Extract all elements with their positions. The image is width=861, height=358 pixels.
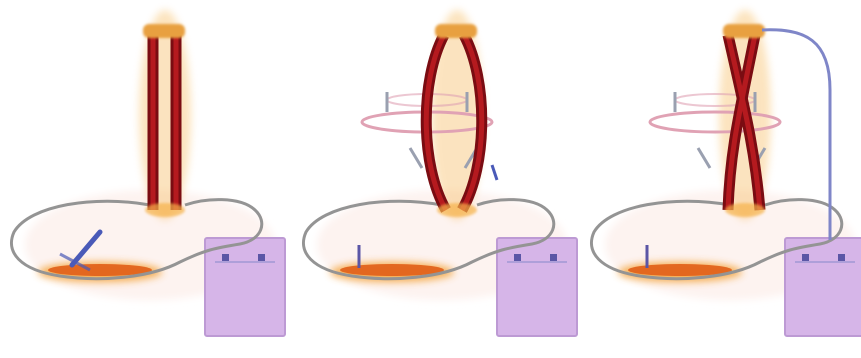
terminal-marker [838, 254, 845, 261]
panel-right [591, 10, 861, 336]
purple-container [205, 238, 285, 336]
coil-bottom-glow [437, 203, 477, 217]
purple-container [785, 238, 861, 336]
coil-bottom-glow [725, 203, 765, 217]
ring-arrow [410, 148, 422, 168]
coil-top-cap [723, 24, 765, 38]
panel-middle [303, 10, 577, 336]
panel-left [11, 10, 285, 336]
terminal-marker [550, 254, 557, 261]
ring-arrow [698, 148, 710, 168]
terminal-marker [222, 254, 229, 261]
terminal-marker [802, 254, 809, 261]
coil-glow [139, 10, 191, 220]
coil-top-cap [143, 24, 185, 38]
purple-container [497, 238, 577, 336]
current-arrow [492, 165, 497, 180]
terminal-marker [258, 254, 265, 261]
terminal-marker [514, 254, 521, 261]
coil-top-cap [435, 24, 477, 38]
coil-bottom-glow [145, 203, 185, 217]
